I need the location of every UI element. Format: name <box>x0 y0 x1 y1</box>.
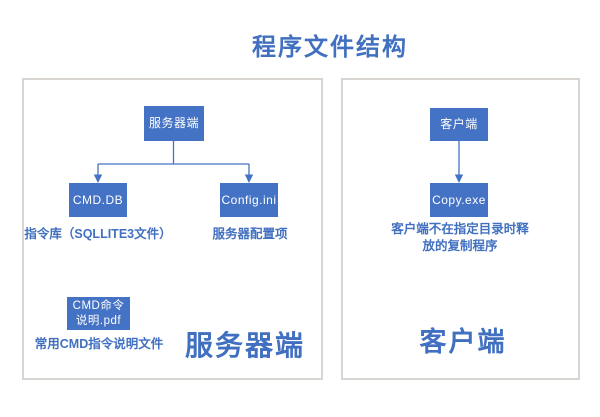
page-title: 程序文件结构 <box>252 34 408 61</box>
copy-exe-box-label: Copy.exe <box>432 192 486 207</box>
copy-exe-caption-line1: 客户端不在指定目录时释 <box>391 222 529 236</box>
client-panel-label: 客户端 <box>419 327 507 357</box>
config-ini-caption: 服务器配置项 <box>212 227 288 241</box>
config-ini-box-label: Config.ini <box>221 192 277 207</box>
cmd-db-box-label: CMD.DB <box>72 192 124 207</box>
cmd-pdf-box-line1: CMD命令 <box>72 299 125 312</box>
copy-exe-caption: 客户端不在指定目录时释 放的复制程序 <box>384 221 536 255</box>
copy-exe-caption-line2: 放的复制程序 <box>422 239 498 253</box>
cmd-pdf-box: CMD命令 说明.pdf <box>67 297 130 330</box>
server-root-box: 服务器端 <box>144 106 204 141</box>
cmd-db-box: CMD.DB <box>69 183 127 217</box>
server-root-box-label: 服务器端 <box>148 116 199 130</box>
cmd-pdf-box-line2: 说明.pdf <box>75 314 122 327</box>
client-root-box-label: 客户端 <box>440 117 478 131</box>
config-ini-box: Config.ini <box>220 183 278 217</box>
cmd-pdf-caption: 常用CMD指令说明文件 <box>34 337 164 351</box>
cmd-db-caption: 指令库（SQLLITE3文件） <box>24 227 172 241</box>
client-root-box: 客户端 <box>430 108 488 141</box>
server-panel-label: 服务器端 <box>185 330 306 361</box>
copy-exe-box: Copy.exe <box>430 183 488 217</box>
